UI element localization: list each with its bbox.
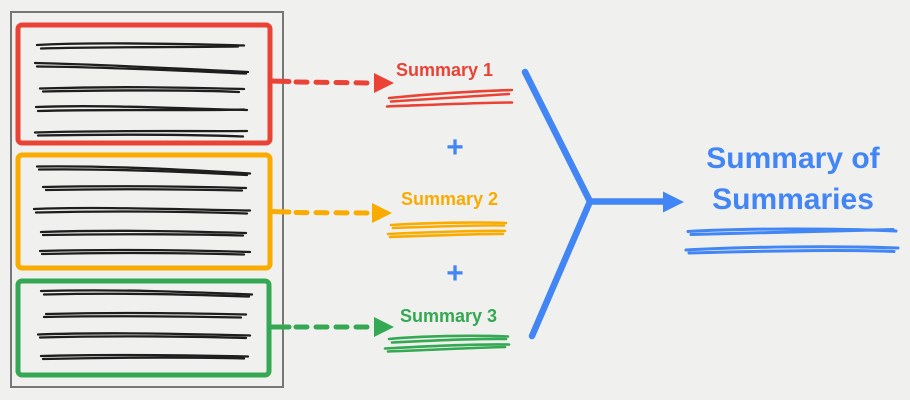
- arrowhead-green: [374, 317, 394, 337]
- arrowhead-orange: [372, 203, 392, 223]
- result-underline-scribble: [684, 227, 900, 255]
- document-1-text-scribbles: [33, 42, 250, 138]
- summary-3-underline-scribble: [383, 334, 511, 353]
- document-1-box: [15, 22, 273, 146]
- summary-1-label: Summary 1: [396, 60, 494, 80]
- summary-2-underline-scribble: [386, 221, 508, 239]
- arrowhead-red: [374, 73, 394, 93]
- summary-3-label: Summary 3: [400, 306, 498, 326]
- document-3-text-scribbles: [36, 289, 254, 361]
- document-2-text-scribbles: [32, 165, 252, 256]
- arrowhead-blue: [663, 191, 684, 213]
- summary-1-underline-scribble: [385, 88, 514, 108]
- document-1-border: [15, 22, 273, 146]
- summary-of-summaries-label: Summary of Summaries: [706, 142, 880, 216]
- document-2-box: [15, 152, 273, 271]
- plus-operator-1: +: [446, 131, 464, 164]
- reduce-merge-arrow: [521, 68, 684, 340]
- summary-2-label: Summary 2: [401, 189, 499, 209]
- map-arrow-orange: [267, 203, 392, 223]
- document-3-box: [15, 278, 272, 378]
- document-stack-frame: [10, 11, 284, 388]
- map-arrow-red: [267, 73, 394, 93]
- plus-operator-2: +: [446, 257, 464, 290]
- map-arrow-green: [266, 317, 394, 337]
